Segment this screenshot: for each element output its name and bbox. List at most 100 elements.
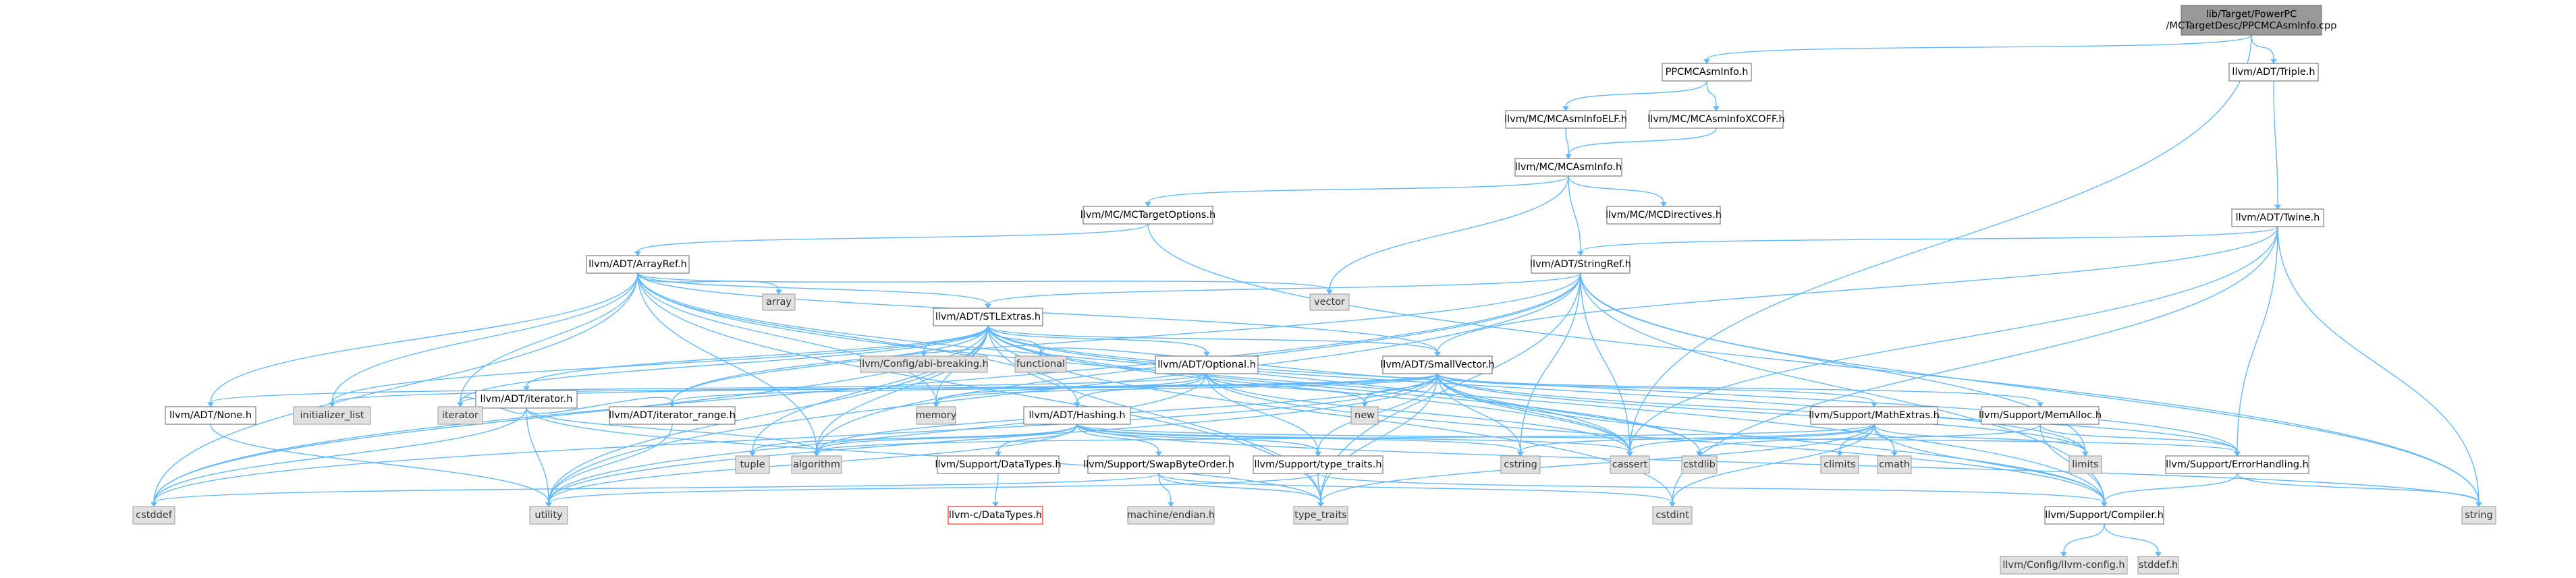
edge-iterator_h-to-iterator_range_h bbox=[526, 397, 676, 414]
edge-arrowhead bbox=[2037, 402, 2044, 407]
edge-type_traits_h-to-utility bbox=[545, 473, 1319, 507]
node-stringref-h[interactable]: llvm/ADT/StringRef.h bbox=[1530, 255, 1631, 274]
edge-line bbox=[1580, 226, 2278, 252]
edge-stringref_h-to-cassert bbox=[1580, 272, 1633, 457]
node-swapbyteorder-h[interactable]: llvm/Support/SwapByteOrder.h bbox=[1083, 455, 1234, 474]
node-memalloc-h[interactable]: llvm/Support/MemAlloc.h bbox=[1979, 406, 2102, 425]
edge-line bbox=[526, 407, 1321, 503]
node-smallvector-h[interactable]: llvm/ADT/SmallVector.h bbox=[1380, 355, 1495, 374]
node-mcdirectives-h[interactable]: llvm/MC/MCDirectives.h bbox=[1606, 206, 1722, 225]
node-mcasminfoelf-h[interactable]: llvm/MC/MCAsmInfoELF.h bbox=[1504, 110, 1627, 129]
node-climits: climits bbox=[1820, 455, 1859, 474]
node-box bbox=[1681, 455, 1718, 474]
node-box bbox=[2165, 455, 2309, 474]
node-label: llvm/ADT/Triple.h bbox=[2232, 67, 2315, 78]
node-mcasminfo-h[interactable]: llvm/MC/MCAsmInfo.h bbox=[1514, 158, 1622, 177]
edge-line bbox=[1329, 175, 1569, 291]
node-box bbox=[1531, 255, 1630, 274]
edge-arrowhead bbox=[1037, 351, 1044, 357]
edge-mcasminfo_h-to-mctargetoptions_h bbox=[1145, 175, 1569, 207]
edge-line bbox=[987, 325, 1207, 353]
node-mcasminfoxcoff-h[interactable]: llvm/MC/MCAsmInfoXCOFF.h bbox=[1647, 110, 1785, 129]
node-label: stddef.h bbox=[2139, 560, 2178, 571]
edge-mcasminfo_h-to-mcdirectives_h bbox=[1568, 175, 1667, 207]
node-box bbox=[529, 506, 568, 525]
edge-line bbox=[460, 272, 638, 403]
node-label: lib/Target/PowerPC bbox=[2206, 9, 2297, 20]
edge-memalloc_h-to-errorhandling_h bbox=[2039, 424, 2241, 457]
edge-arrowhead bbox=[669, 402, 676, 407]
node-endian-h: machine/endian.h bbox=[1127, 506, 1215, 525]
edge-line bbox=[987, 325, 1630, 453]
edge-line bbox=[1565, 80, 1707, 107]
node-stlextras-h[interactable]: llvm/ADT/STLExtras.h bbox=[933, 308, 1043, 326]
edge-arrowhead bbox=[2082, 451, 2089, 457]
node-label: iterator bbox=[442, 410, 478, 421]
node-vector: vector bbox=[1309, 293, 1350, 311]
edge-arrayref_h-to-stlextras_h bbox=[637, 272, 991, 309]
node-label: llvm/ADT/Twine.h bbox=[2236, 212, 2320, 223]
node-optional-h[interactable]: llvm/ADT/Optional.h bbox=[1155, 355, 1259, 374]
edge-line bbox=[1437, 373, 2105, 503]
edge-line bbox=[526, 397, 673, 414]
edge-line bbox=[1158, 473, 1673, 503]
node-root[interactable]: lib/Target/PowerPC/MCTargetDesc/PPCMCAsm… bbox=[2166, 5, 2337, 36]
edge-arrowhead bbox=[1577, 251, 1584, 256]
edge-mathextras_h-to-cstring bbox=[1517, 424, 1875, 457]
edge-compiler_h-to-llvm_config_h bbox=[2060, 523, 2105, 557]
node-label: algorithm bbox=[793, 459, 840, 470]
edge-arrowhead bbox=[1660, 202, 1667, 207]
edge-line bbox=[816, 424, 1875, 453]
node-label: llvm/Config/llvm-config.h bbox=[2002, 560, 2125, 571]
node-box bbox=[165, 406, 256, 425]
node-label: llvm/ADT/SmallVector.h bbox=[1380, 359, 1494, 370]
node-ppcmcasminfo-h[interactable]: PPCMCAsmInfo.h bbox=[1662, 63, 1752, 82]
node-box bbox=[1350, 406, 1379, 425]
edge-line bbox=[1706, 80, 1717, 107]
node-datatypes-h[interactable]: llvm/Support/DataTypes.h bbox=[935, 455, 1062, 474]
node-iterator-range-h[interactable]: llvm/ADT/iterator_range.h bbox=[609, 406, 736, 425]
node-cassert: cassert bbox=[1610, 455, 1650, 474]
node-none-h[interactable]: llvm/ADT/None.h bbox=[165, 406, 256, 425]
edge-line bbox=[987, 325, 2238, 453]
node-mctargetoptions-h[interactable]: llvm/MC/MCTargetOptions.h bbox=[1080, 206, 1215, 225]
edge-hashing_h-to-tuple bbox=[749, 424, 1078, 457]
node-type-traits-h[interactable]: llvm/Support/type_traits.h bbox=[1253, 455, 1383, 474]
edge-arrowhead bbox=[1155, 451, 1162, 457]
edge-line bbox=[637, 223, 1149, 252]
node-box bbox=[1981, 406, 2100, 425]
node-iterator-h[interactable]: llvm/ADT/iterator.h bbox=[475, 390, 578, 409]
node-arrayref-h[interactable]: llvm/ADT/ArrayRef.h bbox=[586, 255, 690, 274]
node-box bbox=[609, 406, 736, 425]
node-triple-h[interactable]: llvm/ADT/Triple.h bbox=[2228, 63, 2319, 82]
node-compiler-h[interactable]: llvm/Support/Compiler.h bbox=[2044, 506, 2164, 525]
edge-line bbox=[1437, 373, 1521, 453]
edge-line bbox=[210, 272, 638, 403]
node-mathextras-h[interactable]: llvm/Support/MathExtras.h bbox=[1809, 406, 1940, 425]
node-label: llvm/ADT/STLExtras.h bbox=[935, 312, 1041, 322]
edge-triple_h-to-twine_h bbox=[2273, 80, 2281, 210]
edge-arrowhead bbox=[1145, 202, 1151, 207]
edge-line bbox=[1147, 175, 1569, 203]
node-hashing-h[interactable]: llvm/ADT/Hashing.h bbox=[1023, 406, 1131, 425]
node-label: llvm/ADT/None.h bbox=[169, 410, 252, 421]
node-twine-h[interactable]: llvm/ADT/Twine.h bbox=[2231, 208, 2324, 227]
edge-line bbox=[637, 272, 2105, 503]
edge-arrowhead bbox=[1891, 451, 1898, 457]
edge-arrowhead bbox=[2270, 59, 2277, 64]
node-label: llvm/MC/MCAsmInfo.h bbox=[1515, 162, 1622, 173]
edge-line bbox=[2273, 80, 2278, 206]
node-label: cassert bbox=[1612, 459, 1648, 470]
edge-none_h-to-utility bbox=[210, 424, 552, 507]
edge-arrowhead bbox=[1836, 451, 1843, 457]
edge-smallvector_h-to-mathextras_h bbox=[1437, 373, 1878, 407]
node-label: vector bbox=[1314, 297, 1345, 308]
edge-mathextras_h-to-cassert bbox=[1626, 424, 1875, 457]
node-box bbox=[1087, 455, 1230, 474]
node-errorhandling-h[interactable]: llvm/Support/ErrorHandling.h bbox=[2165, 455, 2309, 474]
edge-arrowhead bbox=[634, 251, 641, 256]
edge-line bbox=[548, 473, 1319, 503]
edge-mcasminfoxcoff_h-to-mcasminfo_h bbox=[1565, 127, 1717, 159]
edge-arrowhead bbox=[2101, 502, 2108, 507]
edge-line bbox=[2277, 226, 2479, 503]
